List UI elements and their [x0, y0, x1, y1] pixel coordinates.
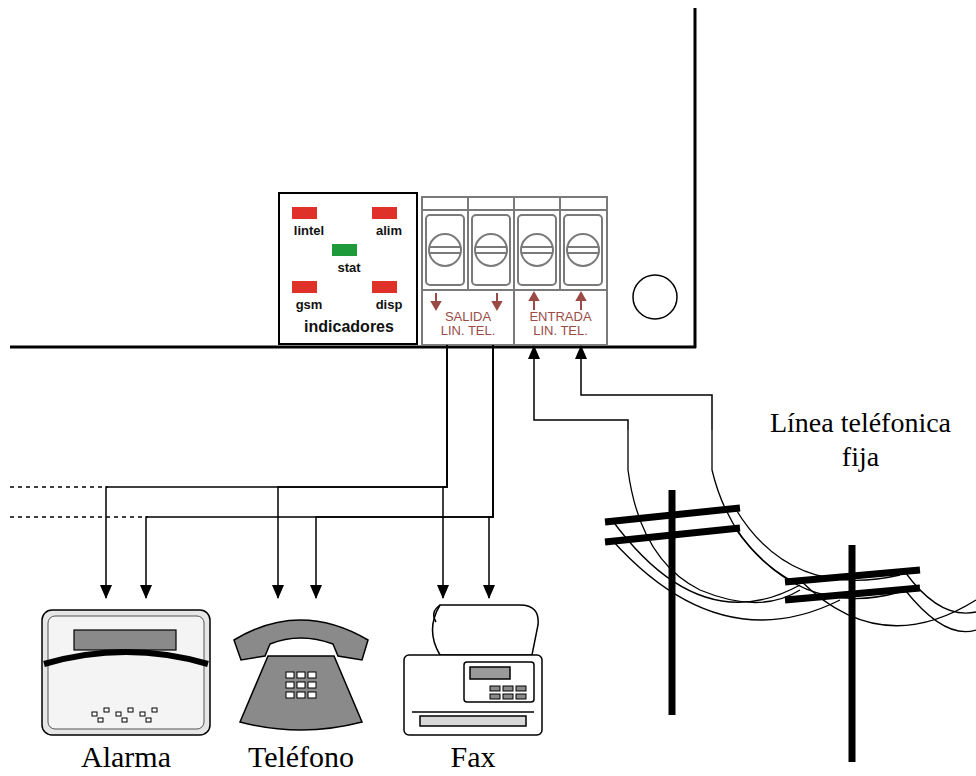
device-caption: Teléfono — [222, 740, 380, 774]
housing-edge — [694, 8, 697, 348]
led — [372, 207, 397, 219]
dashed-wire — [10, 487, 148, 517]
terminal-block — [422, 197, 607, 345]
wire-connector — [278, 345, 493, 598]
fax-device: Fax — [394, 598, 552, 776]
indicator-label: alim — [376, 223, 402, 238]
line-label: Línea teléfonica fija — [753, 406, 968, 474]
indicator-label: gsm — [296, 297, 323, 312]
device-caption: Fax — [394, 740, 552, 774]
wire — [489, 345, 493, 598]
wire — [443, 345, 447, 598]
landline: Línea teléfonica fija — [600, 430, 976, 776]
indicator-label: stat — [337, 260, 360, 275]
wire — [316, 345, 493, 598]
output-terminals: SALIDA LIN. TEL. — [422, 197, 514, 345]
wire — [146, 345, 493, 598]
panel-title: indicadores — [304, 318, 394, 336]
fax-icon — [404, 605, 542, 735]
device-caption: Alarma — [34, 740, 218, 774]
led — [292, 281, 317, 293]
telephone-device: Teléfono — [222, 598, 380, 776]
indicator-panel: lintel alim stat gsm disp indicadores — [278, 192, 418, 345]
led — [332, 244, 357, 256]
input-terminals: ENTRADA LIN. TEL. — [514, 197, 607, 345]
wire — [581, 346, 712, 430]
wire-connector — [106, 345, 493, 598]
wire — [278, 345, 447, 598]
phone-line — [612, 430, 976, 632]
telephone-icon — [234, 620, 368, 730]
led — [372, 281, 397, 293]
terminal-label: ENTRADA LIN. TEL. — [525, 310, 597, 338]
alarm-icon — [42, 610, 210, 735]
wire-connector — [534, 346, 712, 430]
terminal-arrow — [432, 293, 585, 310]
indicator-label: disp — [376, 297, 403, 312]
wire-connector — [443, 345, 493, 598]
cable-hole — [633, 275, 677, 319]
led — [292, 207, 317, 219]
wire — [106, 345, 447, 598]
alarm-device: Alarma — [34, 598, 218, 776]
telephone-pole — [605, 490, 920, 762]
indicator-label: lintel — [294, 223, 324, 238]
terminal-label: SALIDA LIN. TEL. — [432, 310, 504, 338]
